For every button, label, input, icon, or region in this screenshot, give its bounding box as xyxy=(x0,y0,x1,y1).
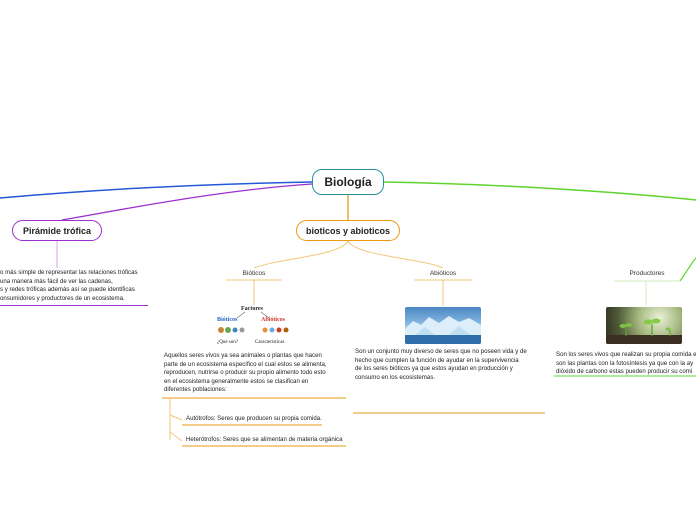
branch-line-blue xyxy=(0,181,313,199)
subtopic-bioticos[interactable]: Bióticos xyxy=(226,270,282,277)
factores-caracteristicas-word: Características xyxy=(255,340,285,345)
sprouts-shapes xyxy=(606,318,682,344)
topic-bioticos-abioticos[interactable]: bioticos y abioticos xyxy=(296,220,400,241)
glacier-shapes xyxy=(405,316,481,344)
bioticos-text-line-4: en el ecosistema generalmente estos se c… xyxy=(164,377,309,385)
bioticos-label: Bióticos xyxy=(242,270,266,277)
factores-abioticos-word: Abióticos xyxy=(261,317,285,323)
bioticos-bracket xyxy=(169,398,183,442)
factores-bioticos-word: Bióticos xyxy=(217,317,238,323)
productores-text-line-3: dióxido de carbono estas pueden producir… xyxy=(556,368,693,376)
bioticos-text-line-5: diferentes poblaciones: xyxy=(164,386,227,394)
productores-green-up xyxy=(679,257,696,282)
abioticos-text-line-3: de los seres bióticos ya que estos ayuda… xyxy=(355,365,513,373)
bioticos-text-line-3: reproducen, nutrirse o producir su propi… xyxy=(164,369,326,377)
bioticos-text-line-2: parte de un ecosistema específico el cua… xyxy=(164,360,327,368)
autotrofos-label: Autótrofos: Seres que producen su propia… xyxy=(186,415,322,422)
factores-infographic-icon: Factores Bióticos Abióticos ¿Qué son? Ca… xyxy=(215,306,293,348)
abioticos-text[interactable]: Son un conjunto muy diverso de seres que… xyxy=(355,348,545,382)
productores-label: Productores xyxy=(629,270,665,277)
piramide-text-line-4: onsumidores y productores de un ecosiste… xyxy=(0,294,125,302)
abioticos-text-line-4: consumo en los ecosistemas. xyxy=(355,373,435,381)
abioticos-text-line-1: Son un conjunto muy diverso de seres que… xyxy=(355,348,527,355)
glacier-photo-icon xyxy=(405,307,481,344)
abioticos-text-line-2: hecho que cumplen la función de ayudar e… xyxy=(355,356,519,364)
subtopic-productores[interactable]: Productores xyxy=(614,270,680,277)
branch-line-purple xyxy=(61,183,313,221)
subtopic-abioticos[interactable]: Abióticos xyxy=(414,270,472,277)
split-line-bioticos xyxy=(253,240,349,269)
piramide-text[interactable]: o más simple de representar las relacion… xyxy=(0,269,148,307)
branch-line-green xyxy=(383,181,696,201)
bioticos-text-line-1: Aquellos seres vivos ya sea animales o p… xyxy=(164,352,322,359)
factores-drawings xyxy=(218,311,289,333)
sprouts-photo-icon xyxy=(606,307,682,344)
bioticos-abioticos-label: bioticos y abioticos xyxy=(305,225,390,236)
bioticos-text[interactable]: Aquellos seres vivos ya sea animales o p… xyxy=(164,352,346,395)
factores-que-son-word: ¿Qué son? xyxy=(217,340,238,345)
heterotrofos-label: Heterótrofos: Seres que se alimentan de … xyxy=(186,436,343,443)
productores-text[interactable]: Son los seres vivos que realizan su prop… xyxy=(556,351,696,377)
heterotrofos-item[interactable]: Heterótrofos: Seres que se alimentan de … xyxy=(186,436,343,445)
topic-piramide-trofica[interactable]: Pirámide trófica xyxy=(12,220,102,241)
autotrofos-item[interactable]: Autótrofos: Seres que producen su propia… xyxy=(186,415,322,424)
split-line-abioticos xyxy=(347,240,444,269)
productores-text-line-2: son las plantas con la fotosíntesis ya q… xyxy=(556,359,694,367)
productores-text-line-1: Son los seres vivos que realizan su prop… xyxy=(556,351,696,358)
piramide-label: Pirámide trófica xyxy=(22,225,92,236)
piramide-text-line-1: o más simple de representar las relacion… xyxy=(0,269,138,276)
piramide-text-line-2: una manera más fácil de ver las cadenas, xyxy=(0,277,113,285)
factores-title: Factores xyxy=(241,306,263,312)
piramide-text-line-3: s y redes tróficas además así se puede i… xyxy=(0,286,135,294)
central-topic-label: Biología xyxy=(324,175,372,189)
central-topic[interactable]: Biología xyxy=(312,169,384,195)
abioticos-label: Abióticos xyxy=(429,270,457,277)
